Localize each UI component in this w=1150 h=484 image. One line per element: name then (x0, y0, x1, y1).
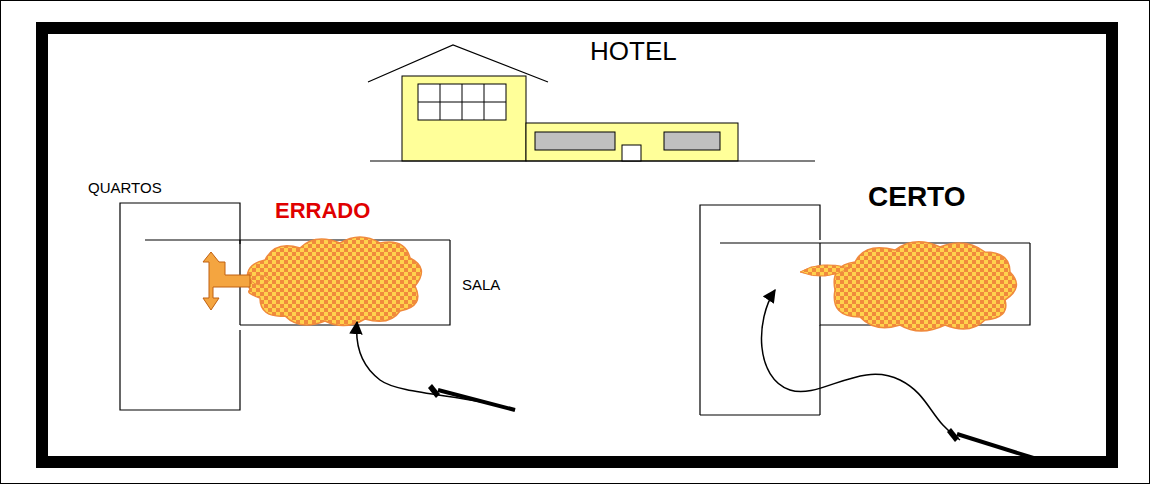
wrong-heading: ERRADO (275, 200, 370, 222)
right-heading: CERTO (868, 183, 966, 211)
room-label: SALA (462, 277, 500, 292)
building-name: HOTEL (590, 38, 677, 64)
room-label: QUARTOS (88, 180, 162, 195)
